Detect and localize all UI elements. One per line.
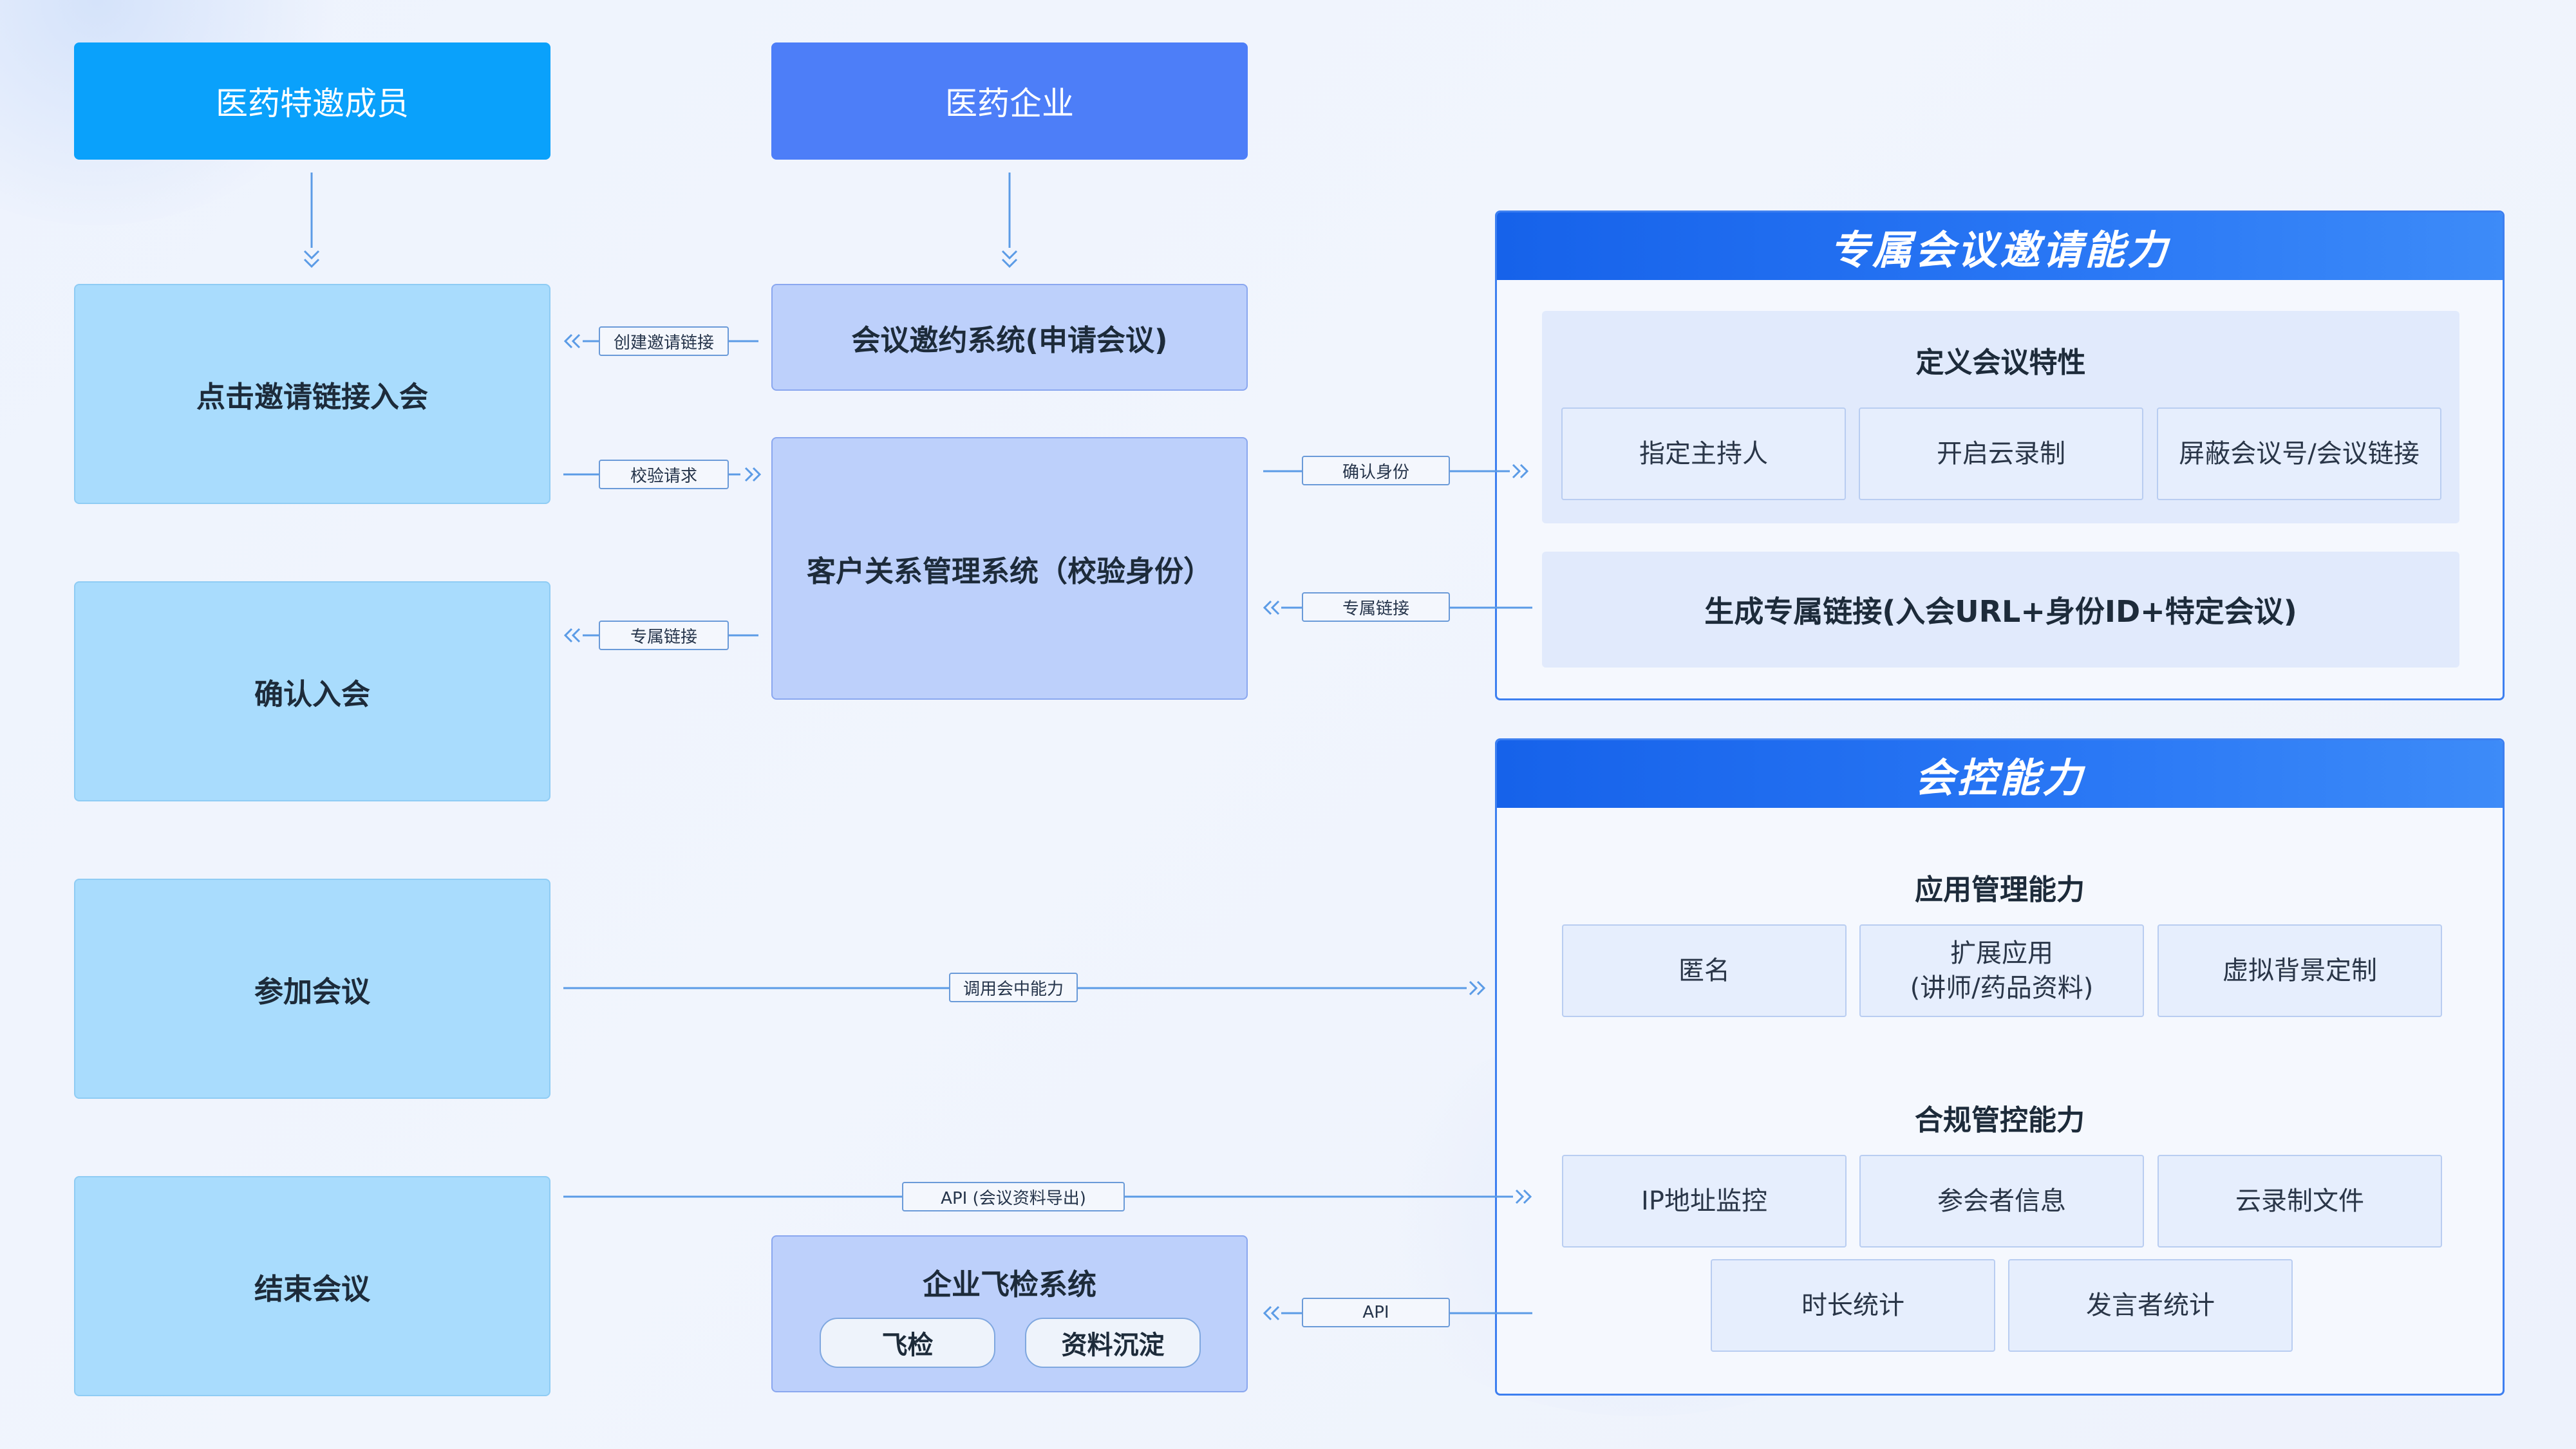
crm-box: 客户关系管理系统（校验身份）: [771, 437, 1248, 700]
feature-participant-info: 参会者信息: [1859, 1155, 2144, 1248]
create-link-arrow-2: [571, 333, 581, 349]
exclusive-right-arrow-2: [1270, 600, 1280, 615]
inspection-system-title: 企业飞检系统: [922, 1267, 1096, 1302]
enterprise-header-label: 医药企业: [945, 85, 1074, 122]
exclusive-link-right-tag: 专属链接: [1302, 592, 1450, 622]
verify-request-arrow-2: [752, 467, 762, 482]
feature-duration-stats: 时长统计: [1711, 1259, 1995, 1352]
feature-extended-apps-line1: 扩展应用: [1950, 939, 2053, 968]
feature-hide-meeting-id: 屏蔽会议号/会议链接: [2157, 407, 2441, 500]
api-export-tag: API (会议资料导出): [902, 1182, 1125, 1211]
end-meeting-box: 结束会议: [74, 1176, 550, 1396]
join-meeting-box: 参加会议: [74, 879, 550, 1099]
invoke-capability-tag: 调用会中能力: [949, 973, 1078, 1002]
feature-extended-apps-line2: (讲师/药品资料): [1910, 973, 2094, 1003]
exclusive-invite-title: 专属会议邀请能力: [1497, 212, 2503, 280]
api-tag: API: [1302, 1298, 1450, 1327]
confirm-identity-arrow: [1512, 463, 1521, 479]
feature-anonymous: 匿名: [1562, 924, 1847, 1017]
exclusive-invite-panel: 专属会议邀请能力 定义会议特性 指定主持人 开启云录制 屏蔽会议号/会议链接 生…: [1495, 210, 2505, 700]
generate-link-area: 生成专属链接(入会URL+身份ID+特定会议): [1542, 552, 2459, 668]
member-header: 医药特邀成员: [74, 42, 550, 160]
create-link-arrow: [563, 333, 573, 349]
confirm-join-label: 确认入会: [254, 677, 370, 711]
api-arrow: [1263, 1305, 1272, 1321]
meeting-control-title: 会控能力: [1497, 740, 2503, 808]
inspect-button[interactable]: 飞检: [820, 1318, 995, 1368]
confirm-identity-arrow-2: [1519, 463, 1529, 479]
create-link-tag: 创建邀请链接: [599, 326, 729, 356]
member-down-arrow: [303, 250, 320, 260]
feature-virtual-background: 虚拟背景定制: [2158, 924, 2442, 1017]
end-meeting-label: 结束会议: [254, 1271, 370, 1306]
api-arrow-2: [1270, 1305, 1280, 1321]
archive-button-label: 资料沉淀: [1061, 1331, 1165, 1360]
archive-button[interactable]: 资料沉淀: [1025, 1318, 1201, 1368]
inspection-system-box: 企业飞检系统 飞检 资料沉淀: [771, 1235, 1248, 1392]
verify-request-tag: 校验请求: [599, 460, 729, 489]
feature-extended-apps: 扩展应用 (讲师/药品资料): [1859, 924, 2144, 1017]
feature-cloud-recording: 开启云录制: [1859, 407, 2143, 500]
app-management-title: 应用管理能力: [1915, 874, 2085, 906]
invite-system-box: 会议邀约系统(申请会议): [771, 284, 1248, 391]
member-header-label: 医药特邀成员: [216, 85, 409, 122]
define-features-title: 定义会议特性: [1915, 346, 2086, 379]
exclusive-left-arrow-2: [571, 628, 581, 643]
feature-designate-host: 指定主持人: [1561, 407, 1846, 500]
invoke-arrow: [1469, 980, 1478, 996]
meeting-control-title-text: 会控能力: [1914, 754, 2085, 801]
exclusive-right-arrow: [1263, 600, 1272, 615]
click-invite-link-box: 点击邀请链接入会: [74, 284, 550, 504]
compliance-title: 合规管控能力: [1915, 1104, 2085, 1137]
click-invite-link-label: 点击邀请链接入会: [196, 379, 428, 414]
api-export-arrow-2: [1523, 1189, 1532, 1204]
feature-ip-monitor: IP地址监控: [1562, 1155, 1847, 1248]
exclusive-link-left-tag: 专属链接: [599, 621, 729, 650]
invoke-arrow-2: [1476, 980, 1486, 996]
invite-system-label: 会议邀约系统(申请会议): [851, 323, 1168, 357]
feature-speaker-stats: 发言者统计: [2008, 1259, 2293, 1352]
inspect-button-label: 飞检: [881, 1331, 934, 1360]
meeting-control-panel: 会控能力 应用管理能力 匿名 扩展应用 (讲师/药品资料) 虚拟背景定制 合规管…: [1495, 738, 2505, 1396]
enterprise-down-arrow: [1001, 250, 1018, 260]
member-down-arrow-2: [303, 258, 320, 268]
confirm-join-box: 确认入会: [74, 581, 550, 801]
enterprise-down-arrow-2: [1001, 258, 1018, 268]
verify-request-arrow: [744, 467, 754, 482]
generate-link-text: 生成专属链接(入会URL+身份ID+特定会议): [1704, 594, 2297, 629]
exclusive-left-arrow: [563, 628, 573, 643]
enterprise-header: 医药企业: [771, 42, 1248, 160]
exclusive-invite-title-text: 专属会议邀请能力: [1829, 226, 2170, 274]
define-features-area: 定义会议特性 指定主持人 开启云录制 屏蔽会议号/会议链接: [1542, 311, 2459, 523]
feature-cloud-record-files: 云录制文件: [2158, 1155, 2442, 1248]
api-export-arrow: [1515, 1189, 1525, 1204]
crm-label: 客户关系管理系统（校验身份）: [806, 554, 1212, 588]
confirm-identity-tag: 确认身份: [1302, 456, 1450, 485]
join-meeting-label: 参加会议: [254, 974, 370, 1009]
